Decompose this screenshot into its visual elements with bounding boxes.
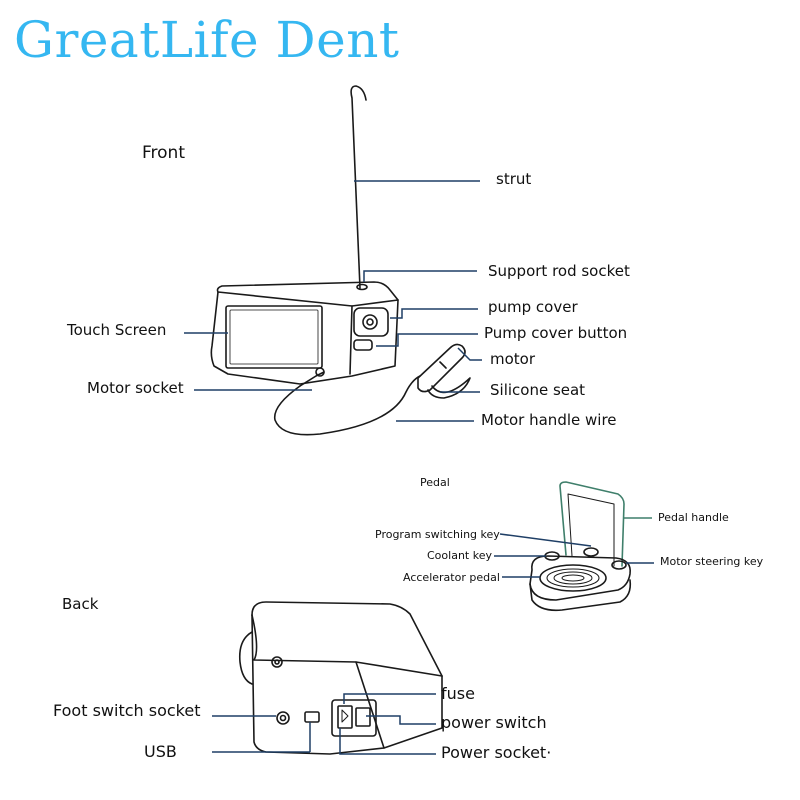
label-power-socket: Power socket· [441,743,552,762]
label-pedal-handle: Pedal handle [658,511,729,524]
leader-support-rod-socket [363,270,477,282]
pedal-handle-shape [559,481,625,567]
brand-title: GreatLife Dent [14,11,400,69]
pedal-base-shape [529,555,632,601]
label-coolant-key: Coolant key [427,549,492,562]
strut-rod [350,85,367,289]
leader-motor [457,347,482,361]
usb-port-shape [304,711,320,723]
section-title-front: Front [142,143,185,163]
leader-power-socket [339,728,436,755]
steering-key-shape [611,560,627,570]
label-pump-cover-button: Pump cover button [484,324,628,342]
pedal-drawing [529,481,632,612]
power-switch-shape [355,707,371,727]
label-silicone-seat: Silicone seat [490,381,586,399]
leader-program-key [499,533,592,547]
label-fuse: fuse [441,684,475,703]
section-title-pedal: Pedal [420,476,450,489]
leader-power-switch [366,715,436,725]
leader-pump-cover-button [376,333,478,347]
label-program-switching-key: Program switching key [375,528,500,541]
back-unit-drawing [238,601,443,755]
label-accelerator-pedal: Accelerator pedal [403,571,500,584]
label-motor-socket: Motor socket [87,379,184,397]
motor-shape [417,343,466,393]
label-power-switch: power switch [441,713,547,732]
touch-screen-shape [225,305,323,369]
foot-switch-socket-shape [276,711,290,725]
program-key-shape [583,547,599,557]
power-module-shape [331,699,377,737]
label-touch-screen: Touch Screen [67,321,167,339]
label-motor: motor [490,350,536,368]
front-unit-drawing [210,85,471,436]
leader-fuse [343,693,436,704]
section-title-back: Back [62,595,99,613]
label-support-rod-socket: Support rod socket [488,262,630,280]
silicone-seat-shape [427,377,471,399]
label-pump-cover: pump cover [488,298,578,316]
label-foot-switch-socket: Foot switch socket [53,701,201,720]
accelerator-pedal-shape [539,564,607,592]
label-strut: strut [496,170,532,188]
label-motor-handle-wire: Motor handle wire [481,411,617,429]
pump-cover-shape [353,307,389,337]
label-usb: USB [144,742,177,761]
leader-pump-cover [390,308,478,319]
label-motor-steering-key: Motor steering key [660,555,764,568]
